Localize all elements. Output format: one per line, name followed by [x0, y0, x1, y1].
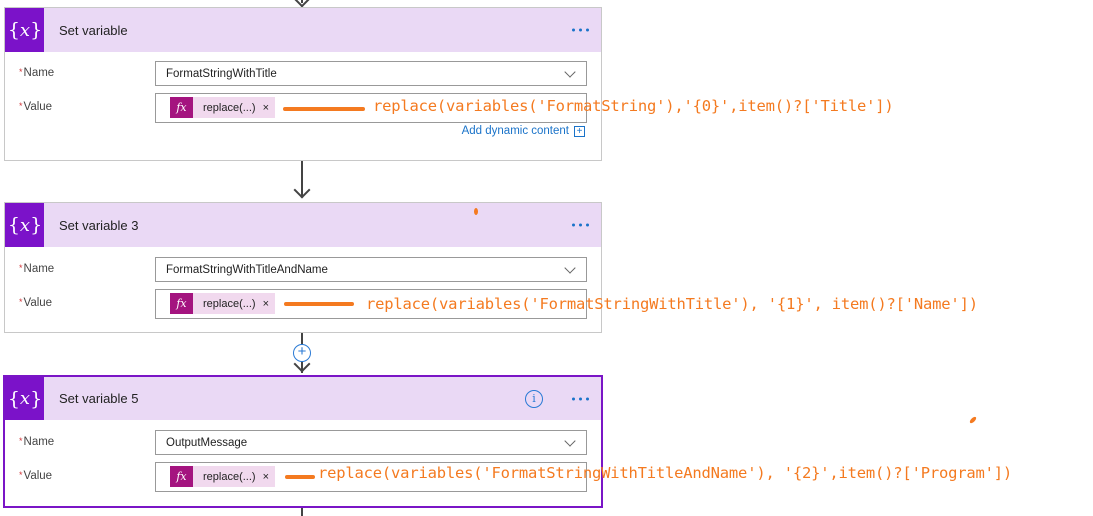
connector-bottom [301, 508, 303, 516]
arrow-down-icon [293, 181, 311, 199]
card-header[interactable]: {x} Set variable 5 i [5, 377, 601, 420]
chevron-down-icon[interactable] [564, 66, 576, 78]
connector-top [301, 0, 303, 3]
name-dropdown[interactable]: OutputMessage [155, 430, 587, 455]
card-header[interactable]: {x} Set variable 3 [5, 203, 601, 247]
chevron-down-icon[interactable] [564, 435, 576, 447]
variable-icon: {x} [5, 8, 44, 52]
card-title: Set variable 3 [59, 217, 139, 233]
annotation-expression-1: replace(variables('FormatString'),'{0}',… [373, 97, 894, 115]
expression-token[interactable]: fx replace(...) × [170, 466, 276, 487]
annotation-expression-2: replace(variables('FormatStringWithTitle… [366, 295, 978, 313]
name-value: FormatStringWithTitle [166, 67, 277, 80]
fx-icon: fx [170, 466, 193, 487]
chevron-down-icon[interactable] [564, 262, 576, 274]
more-options-icon[interactable] [572, 223, 589, 227]
annotation-dot [474, 208, 478, 215]
value-label: *Value [19, 101, 53, 113]
expression-token[interactable]: fx replace(...) × [170, 293, 276, 314]
name-dropdown[interactable]: FormatStringWithTitleAndName [155, 257, 587, 282]
card-title: Set variable [59, 22, 128, 38]
annotation-expression-3: replace(variables('FormatStringWithTitle… [318, 464, 1013, 482]
remove-token-icon[interactable]: × [262, 470, 270, 483]
set-variable-card-1[interactable]: {x} Set variable *Name FormatStringWithT… [4, 7, 602, 161]
value-input[interactable]: fx replace(...) × [155, 289, 587, 319]
value-label: *Value [19, 297, 53, 309]
more-options-icon[interactable] [572, 28, 589, 32]
remove-token-icon[interactable]: × [262, 101, 270, 114]
info-icon[interactable]: i [525, 389, 543, 408]
set-variable-card-3[interactable]: {x} Set variable 3 *Name FormatStringWit… [4, 202, 602, 333]
annotation-dot [968, 415, 978, 425]
fx-icon: fx [170, 97, 193, 118]
name-label: *Name [19, 436, 55, 448]
card-title: Set variable 5 [59, 391, 139, 406]
name-label: *Name [19, 263, 55, 275]
value-input[interactable]: fx replace(...) × [155, 93, 587, 123]
name-value: FormatStringWithTitleAndName [166, 263, 328, 276]
name-dropdown[interactable]: FormatStringWithTitle [155, 61, 587, 86]
card-header[interactable]: {x} Set variable [5, 8, 601, 52]
fx-icon: fx [170, 293, 193, 314]
annotation-line [284, 302, 354, 306]
set-variable-card-5[interactable]: {x} Set variable 5 i *Name OutputMessage… [3, 375, 603, 508]
more-options-icon[interactable] [572, 397, 589, 400]
insert-step-button[interactable]: + [293, 344, 311, 362]
plus-box-icon: + [574, 125, 585, 137]
remove-token-icon[interactable]: × [262, 297, 270, 310]
value-label: *Value [19, 470, 53, 482]
annotation-line [285, 475, 315, 479]
connector-1 [301, 161, 303, 197]
name-label: *Name [19, 67, 55, 79]
variable-icon: {x} [5, 377, 44, 420]
name-value: OutputMessage [166, 436, 248, 449]
add-dynamic-content-link[interactable]: Add dynamic content + [462, 125, 585, 137]
expression-token[interactable]: fx replace(...) × [170, 97, 276, 118]
value-input[interactable]: fx replace(...) × [155, 462, 587, 492]
annotation-line [283, 107, 365, 111]
variable-icon: {x} [5, 203, 44, 247]
